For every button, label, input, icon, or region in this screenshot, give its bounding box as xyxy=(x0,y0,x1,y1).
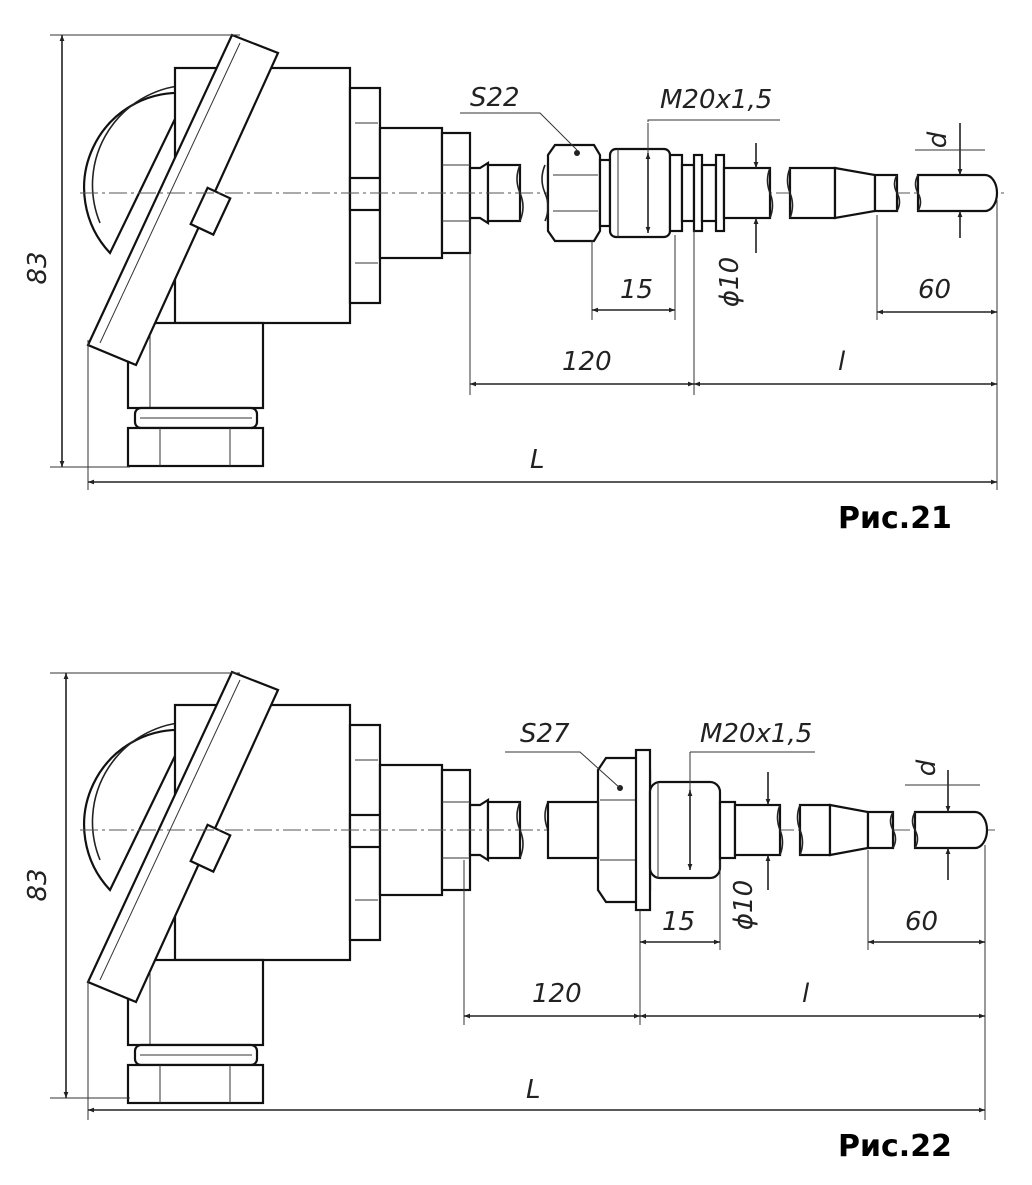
fig22-total-label: L xyxy=(526,1075,541,1105)
fig21-head-len-label: 120 xyxy=(562,347,612,377)
fig21-total-label: L xyxy=(530,445,545,475)
fig21-probe-dia-label: d xyxy=(923,131,953,148)
figure-21 xyxy=(50,33,1005,490)
fig22-head-len-label: 120 xyxy=(532,979,582,1009)
fig21-immersion-label: l xyxy=(838,347,846,377)
fig22-height-label: 83 xyxy=(23,868,53,901)
fig22-immersion-label: l xyxy=(802,979,810,1009)
fig22-caption: Рис.22 xyxy=(838,1129,952,1164)
fig22-wrench-label: S27 xyxy=(520,719,570,749)
fig21-thread-label: M20x1,5 xyxy=(660,85,772,115)
fig21-thread-len-label: 15 xyxy=(620,275,653,305)
fig21-tip-len-label: 60 xyxy=(918,275,951,305)
fig22-tip-len-label: 60 xyxy=(905,907,938,937)
fig21-diameter-label: ϕ10 xyxy=(715,257,745,307)
fig21-height-label: 83 xyxy=(23,251,53,284)
fig22-thread-len-label: 15 xyxy=(662,907,695,937)
fig21-caption: Рис.21 xyxy=(838,501,952,536)
fig22-thread-label: M20x1,5 xyxy=(700,719,812,749)
fig21-wrench-label: S22 xyxy=(470,83,520,113)
figure-22 xyxy=(50,670,995,1120)
fig22-probe-dia-label: d xyxy=(912,759,942,776)
fig22-diameter-label: ϕ10 xyxy=(729,880,759,930)
